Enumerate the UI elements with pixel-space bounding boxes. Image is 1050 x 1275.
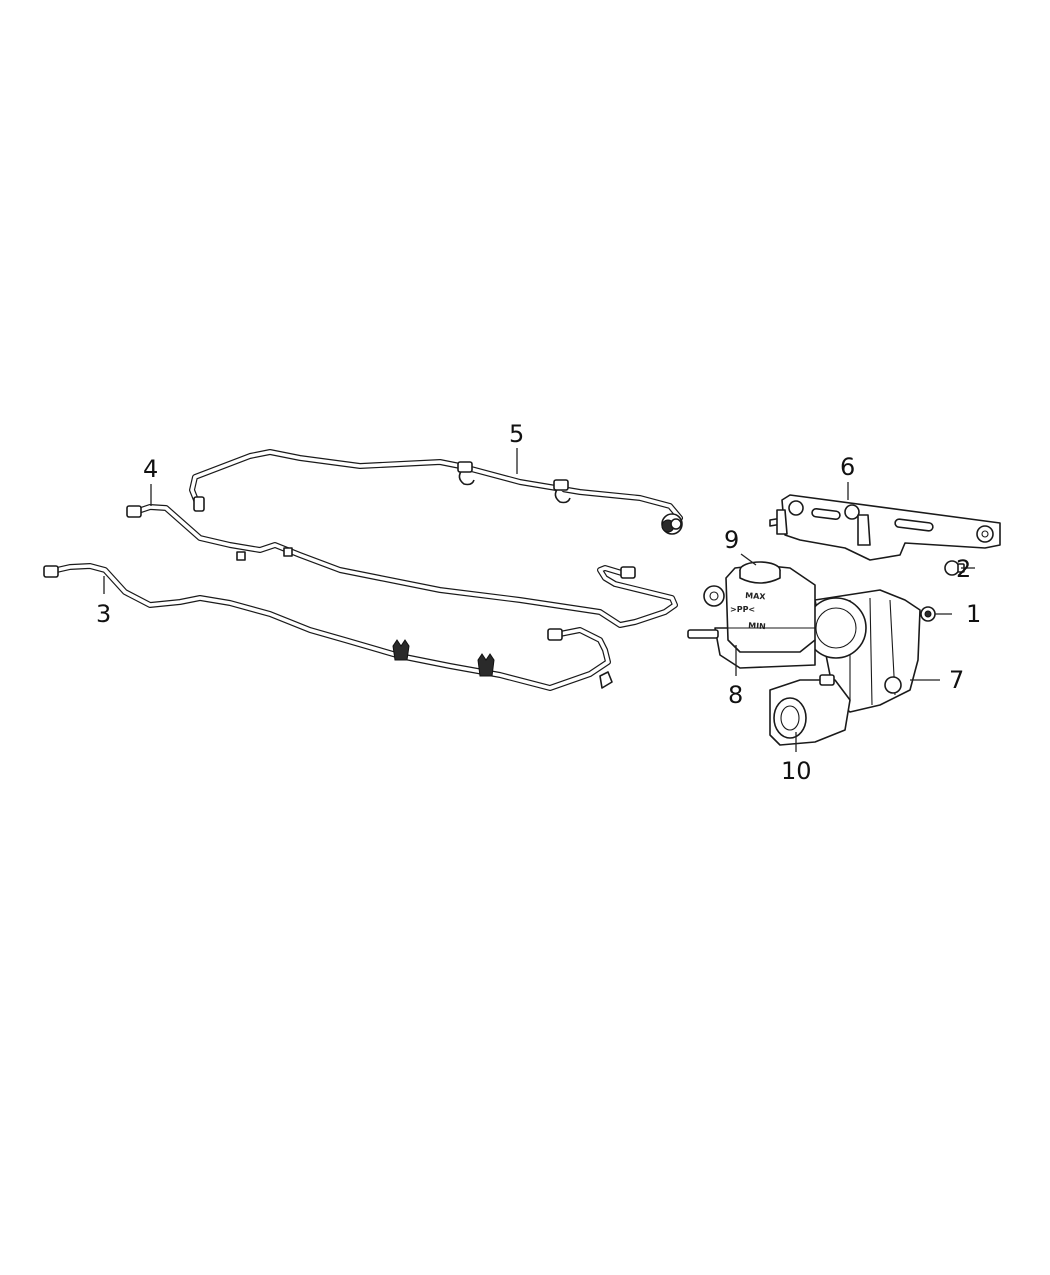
callout-labels: 1 2 3 4 5 6 7 8 9 10: [96, 420, 981, 785]
bolt-2: [944, 560, 965, 576]
callout-leaders: [103, 448, 975, 752]
callout-2: 2: [956, 555, 971, 583]
callout-4: 4: [143, 455, 158, 483]
reservoir-min-mark: MIN: [748, 621, 766, 631]
callout-1: 1: [966, 600, 981, 628]
brake-tube-3: [43, 563, 613, 691]
callout-9: 9: [724, 526, 739, 554]
callout-5: 5: [509, 420, 524, 448]
callout-3: 3: [96, 600, 111, 628]
callout-10: 10: [781, 757, 812, 785]
brake-tube-5: [189, 449, 683, 535]
nut-1: [920, 606, 936, 622]
brake-module-assembly: MAX >PP< MIN: [687, 561, 921, 746]
reservoir-pp-mark: >PP<: [730, 605, 755, 614]
bracket-6: [769, 494, 1001, 561]
callout-7: 7: [949, 666, 964, 694]
callout-6: 6: [840, 453, 855, 481]
callout-8: 8: [728, 681, 743, 709]
reservoir-max-mark: MAX: [745, 591, 767, 601]
brake-tube-4: [126, 504, 678, 628]
